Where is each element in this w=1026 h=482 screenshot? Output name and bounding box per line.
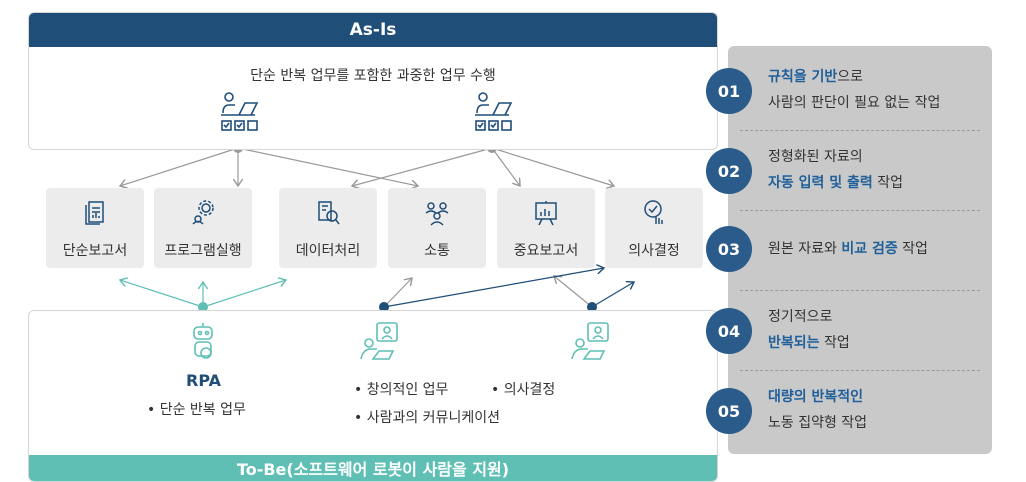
- robot-icon: [193, 323, 213, 359]
- as-is-title: As-Is: [29, 13, 717, 47]
- feature-list-panel: 01 규칙을 기반으로 사람의 판단이 필요 없는 작업 02 정형화된 자료의…: [706, 46, 992, 454]
- item-text: 규칙을 기반으로 사람의 판단이 필요 없는 작업: [768, 69, 941, 111]
- worker-desk-icon: [475, 92, 513, 131]
- human-bullet-communication: • 사람과의 커뮤니케이션: [354, 410, 500, 426]
- people-icon: [425, 202, 449, 226]
- human-bullet-decision: • 의사결정: [491, 382, 556, 398]
- human-node-dot: [587, 302, 597, 312]
- chart-board-icon: [535, 201, 557, 226]
- rpa-node-dot: [198, 302, 208, 312]
- task-important-report: 중요보고서: [497, 188, 595, 268]
- data-search-icon: [318, 201, 340, 225]
- human-laptop-icon: [360, 322, 398, 360]
- as-is-description: 단순 반복 업무를 포함한 과중한 업무 수행: [250, 68, 496, 84]
- rpa-title: RPA: [186, 371, 221, 390]
- divider: [740, 210, 980, 211]
- task-label: 단순보고서: [62, 243, 128, 259]
- worker-desk-icon: [221, 92, 259, 131]
- divider: [740, 370, 980, 371]
- item-text: 정형화된 자료의 자동 입력 및 출력 작업: [768, 149, 904, 191]
- item-text: 대량의 반복적인 노동 집약형 작업: [768, 389, 868, 431]
- to-be-title: To-Be(소프트웨어 로봇이 사람을 지원): [29, 455, 717, 481]
- task-label: 프로그램실행: [164, 243, 242, 259]
- task-label: 데이터처리: [295, 243, 361, 259]
- program-gears-icon: [192, 200, 214, 225]
- item-number: 04: [706, 308, 752, 354]
- human-laptop-icon: [571, 322, 609, 360]
- item-text: 원본 자료와 비교 검증 작업: [768, 241, 928, 257]
- item-text: 정기적으로 반복되는 작업: [768, 309, 850, 351]
- task-program-run: 프로그램실행: [154, 188, 252, 268]
- decision-icon: [644, 200, 663, 224]
- human-bullet-creative: • 창의적인 업무: [354, 382, 449, 398]
- as-is-panel: As-Is 단순 반복 업무를 포함한 과중한 업무 수행: [28, 12, 718, 150]
- task-decision: 의사결정: [605, 188, 703, 268]
- task-label: 소통: [424, 243, 450, 259]
- task-communication: 소통: [388, 188, 486, 268]
- rpa-bullet: • 단순 반복 업무: [147, 402, 246, 418]
- human-node-dot: [379, 302, 389, 312]
- divider: [740, 290, 980, 291]
- task-simple-report: 단순보고서: [46, 188, 144, 268]
- task-label: 의사결정: [628, 243, 680, 259]
- task-data-processing: 데이터처리: [279, 188, 377, 268]
- task-label: 중요보고서: [513, 243, 579, 259]
- report-icon: [85, 201, 104, 225]
- item-number: 03: [706, 226, 752, 272]
- item-number: 01: [706, 68, 752, 114]
- item-number: 05: [706, 388, 752, 434]
- item-number: 02: [706, 148, 752, 194]
- divider: [740, 130, 980, 131]
- to-be-panel: RPA • 단순 반복 업무 • 창의적인 업무 • 의사결정 • 사람과의 커…: [28, 310, 718, 482]
